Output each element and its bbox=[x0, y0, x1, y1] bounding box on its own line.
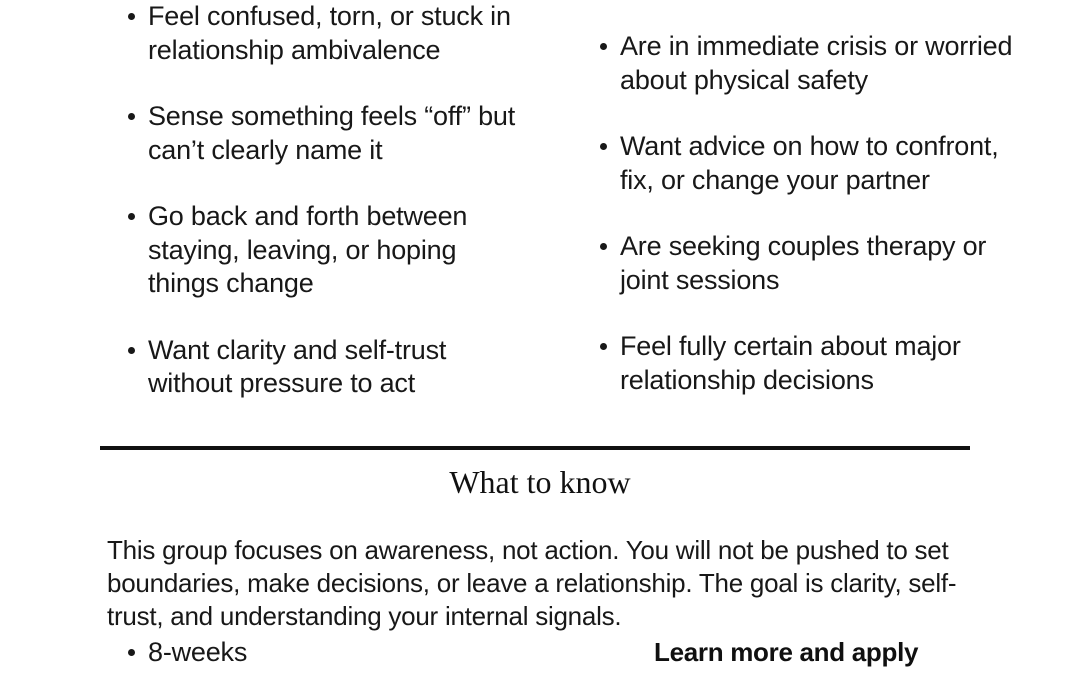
right-column: Are in immediate crisis or worried about… bbox=[596, 0, 1016, 397]
two-column-bullet-section: Feel confused, torn, or stuck in relatio… bbox=[124, 0, 1016, 401]
list-item: Are seeking couples therapy or joint ses… bbox=[596, 230, 1016, 297]
what-to-know-paragraph: This group focuses on awareness, not act… bbox=[107, 535, 957, 631]
what-to-know-heading: What to know bbox=[449, 464, 631, 500]
list-item: Want advice on how to confront, fix, or … bbox=[596, 130, 1016, 197]
good-fit-bullet-list: Feel confused, torn, or stuck in relatio… bbox=[124, 0, 524, 401]
section-divider bbox=[100, 446, 970, 450]
not-a-fit-bullet-list: Are in immediate crisis or worried about… bbox=[596, 30, 1016, 397]
list-item: Go back and forth between staying, leavi… bbox=[124, 200, 524, 301]
list-item: Want clarity and self-trust without pres… bbox=[124, 334, 524, 401]
list-item: 8-weeks bbox=[124, 636, 247, 670]
list-item: Sense something feels “off” but can’t cl… bbox=[124, 100, 524, 167]
list-item: Are in immediate crisis or worried about… bbox=[596, 30, 1016, 97]
learn-more-and-apply-link[interactable]: Learn more and apply bbox=[654, 637, 919, 667]
footer-row: 8-weeks Learn more and apply bbox=[0, 636, 1080, 676]
list-item: Feel confused, torn, or stuck in relatio… bbox=[124, 0, 524, 67]
list-item: Feel fully certain about major relations… bbox=[596, 330, 1016, 397]
program-details-list: 8-weeks bbox=[124, 636, 247, 670]
left-column: Feel confused, torn, or stuck in relatio… bbox=[124, 0, 524, 401]
